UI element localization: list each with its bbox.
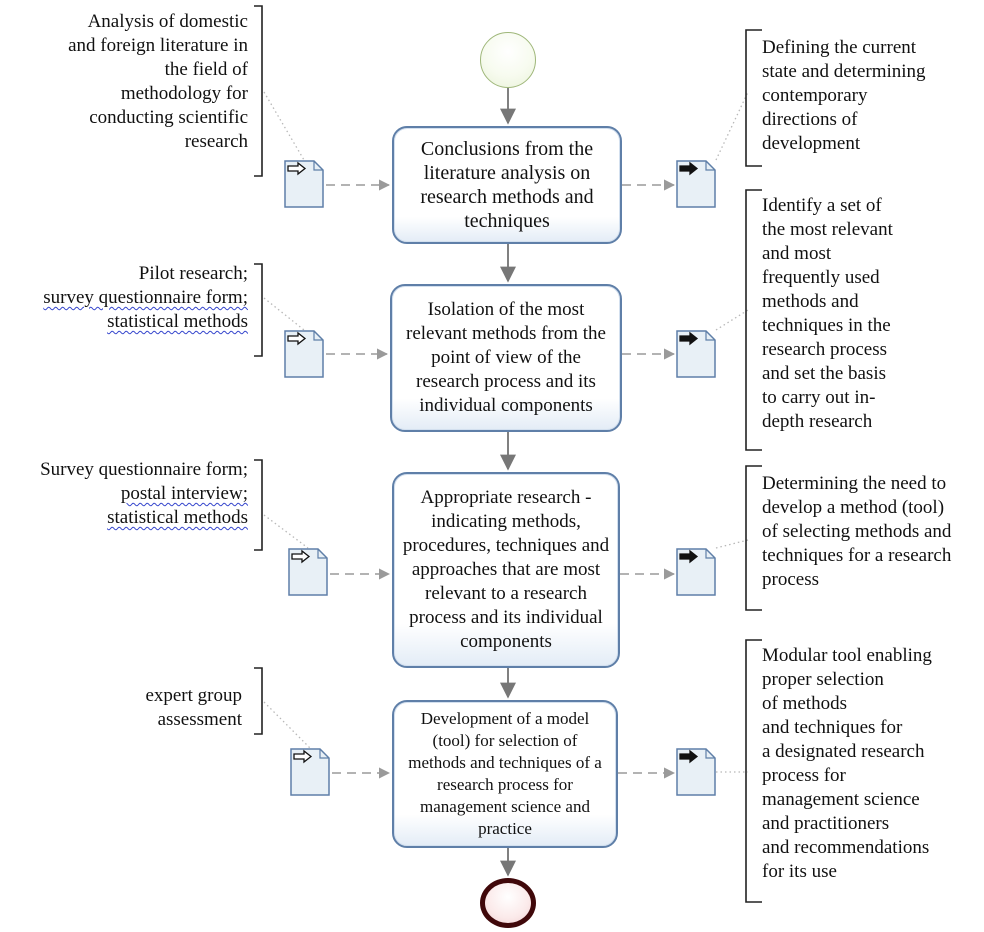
input-annotation-expert: expert group assessment bbox=[145, 684, 242, 732]
annotation-line: and recommendations bbox=[762, 837, 930, 858]
data-input-icon bbox=[284, 160, 324, 208]
annotation-line: conducting scientific bbox=[89, 107, 248, 128]
annotation-line: contemporary bbox=[762, 85, 868, 106]
annotation-line: research process bbox=[762, 339, 888, 360]
task-model-development[interactable]: Development of a model (tool) for select… bbox=[392, 700, 618, 848]
annotation-line: Modular tool enabling bbox=[762, 645, 932, 666]
annotation-line: management science bbox=[762, 789, 920, 810]
annotation-line: development bbox=[762, 133, 861, 154]
data-output-icon bbox=[676, 548, 716, 596]
spellcheck-underline: statistical methods bbox=[107, 507, 248, 528]
annotation-line: Survey questionnaire form; bbox=[40, 459, 248, 480]
task-label: Isolation of the most relevant methods f… bbox=[406, 299, 606, 416]
output-annotation-need-for-tool: Determining the need to develop a method… bbox=[762, 472, 951, 592]
annotation-line: Pilot research; bbox=[138, 263, 248, 284]
spellcheck-underline: statistical methods bbox=[107, 311, 248, 332]
annotation-line: expert group bbox=[145, 685, 242, 706]
data-output-icon bbox=[676, 330, 716, 378]
annotation-line: state and determining bbox=[762, 61, 926, 82]
annotation-line: survey questionnaire form; bbox=[43, 286, 248, 310]
task-label: Conclusions from the literature analysis… bbox=[420, 138, 594, 232]
spellcheck-underline: postal interview; bbox=[120, 483, 248, 504]
annotation-line: develop a method (tool) bbox=[762, 497, 945, 518]
annotation-line: for its use bbox=[762, 861, 837, 882]
annotation-line: a designated research bbox=[762, 741, 925, 762]
output-annotation-modular-tool: Modular tool enabling proper selection o… bbox=[762, 644, 932, 884]
start-event bbox=[480, 32, 536, 88]
annotation-line: to carry out in- bbox=[762, 387, 876, 408]
annotation-line: methodology for bbox=[120, 83, 248, 104]
annotation-line: directions of bbox=[762, 109, 858, 130]
annotation-line: and foreign literature in bbox=[68, 35, 248, 56]
annotation-line: proper selection bbox=[762, 669, 884, 690]
annotation-line: the field of bbox=[164, 59, 248, 80]
end-event bbox=[480, 878, 536, 928]
annotation-line: and practitioners bbox=[762, 813, 890, 834]
annotation-line: methods and bbox=[762, 291, 859, 312]
annotation-line: statistical methods bbox=[43, 310, 248, 334]
annotation-line: techniques in the bbox=[762, 315, 891, 336]
data-output-icon bbox=[676, 748, 716, 796]
annotation-line: statistical methods bbox=[40, 506, 248, 530]
annotation-line: the most relevant bbox=[762, 219, 893, 240]
annotation-line: and set the basis bbox=[762, 363, 887, 384]
annotation-line: process for bbox=[762, 765, 846, 786]
input-annotation-survey: Survey questionnaire form; postal interv… bbox=[40, 458, 248, 530]
annotation-line: and most bbox=[762, 243, 832, 264]
input-annotation-pilot: Pilot research; survey questionnaire for… bbox=[43, 262, 248, 334]
annotation-line: depth research bbox=[762, 411, 873, 432]
annotation-line: of methods bbox=[762, 693, 847, 714]
annotation-line: Identify a set of bbox=[762, 195, 882, 216]
data-input-icon bbox=[284, 330, 324, 378]
annotation-line: research bbox=[184, 131, 248, 152]
output-annotation-current-state: Defining the current state and determini… bbox=[762, 36, 926, 156]
task-literature-conclusions[interactable]: Conclusions from the literature analysis… bbox=[392, 126, 622, 244]
annotation-line: Defining the current bbox=[762, 37, 917, 58]
task-isolation-of-methods[interactable]: Isolation of the most relevant methods f… bbox=[390, 284, 622, 432]
input-annotation-literature: Analysis of domestic and foreign literat… bbox=[68, 10, 248, 154]
task-appropriate-research[interactable]: Appropriate research - indicating method… bbox=[392, 472, 620, 668]
data-output-icon bbox=[676, 160, 716, 208]
task-label: Development of a model (tool) for select… bbox=[408, 709, 602, 838]
output-annotation-relevant-set: Identify a set of the most relevant and … bbox=[762, 194, 893, 434]
data-input-icon bbox=[290, 748, 330, 796]
annotation-line: of selecting methods and bbox=[762, 521, 952, 542]
annotation-line: techniques for a research bbox=[762, 545, 952, 566]
annotation-line: Determining the need to bbox=[762, 473, 947, 494]
annotation-line: postal interview; bbox=[40, 482, 248, 506]
annotation-line: frequently used bbox=[762, 267, 880, 288]
task-label: Appropriate research - indicating method… bbox=[402, 487, 610, 652]
spellcheck-underline: survey questionnaire form; bbox=[43, 287, 248, 308]
annotation-line: process bbox=[762, 569, 819, 590]
annotation-line: and techniques for bbox=[762, 717, 903, 738]
annotation-line: assessment bbox=[157, 709, 242, 730]
data-input-icon bbox=[288, 548, 328, 596]
annotation-line: Analysis of domestic bbox=[87, 11, 248, 32]
